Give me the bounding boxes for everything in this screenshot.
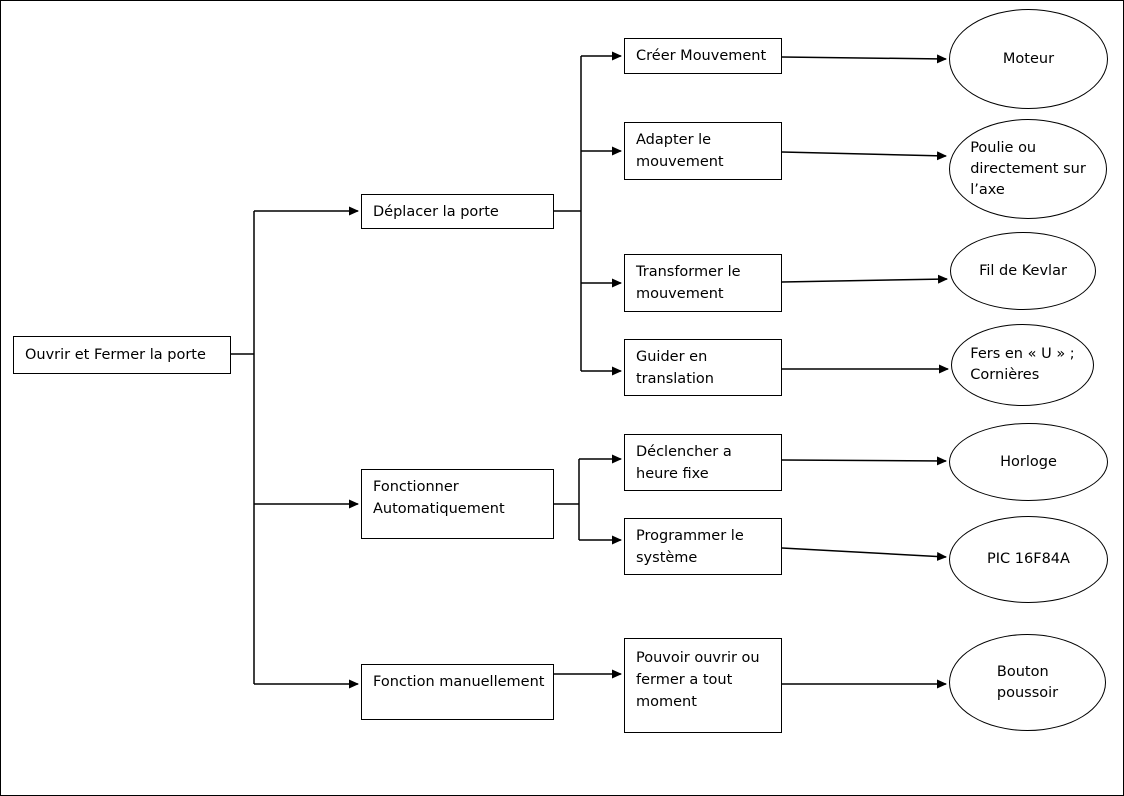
box-label-line: mouvement: [636, 154, 724, 170]
box-label-line: translation: [636, 370, 714, 387]
ellipse-fers-en-u-cornieres: Fers en « U » ; Cornières: [951, 324, 1094, 406]
box-label-line: Automatiquement: [373, 501, 505, 517]
box-label: Créer Mouvement: [636, 48, 767, 64]
ellipse-label: Fil de Kevlar: [979, 262, 1067, 279]
box-label-line: heure fixe: [636, 465, 709, 482]
ellipse-label-line: Poulie ou: [970, 139, 1037, 156]
connector-programmer-to-pic: [781, 547, 947, 562]
connector-transformer-to-kevlar: [781, 274, 948, 284]
ellipse-horloge: Horloge: [949, 423, 1108, 501]
box-label-line: mouvement: [636, 286, 724, 302]
box-label-line: Adapter le: [636, 132, 712, 148]
connector-declencher-to-horloge: [781, 456, 947, 466]
box-transformer-le-mouvement: Transformer le mouvement: [624, 254, 782, 312]
box-declencher-a-heure-fixe: Déclencher a heure fixe: [624, 434, 782, 491]
ellipse-pic-16f84a: PIC 16F84A: [949, 516, 1108, 603]
ellipse-fil-de-kevlar: Fil de Kevlar: [950, 232, 1096, 310]
box-label-line: Programmer le: [636, 527, 744, 544]
box-label: Déplacer la porte: [373, 203, 499, 220]
ellipse-label: Moteur: [1002, 50, 1055, 67]
ellipse-bouton-poussoir: Bouton poussoir: [949, 634, 1106, 731]
box-label-line: Fonctionner: [373, 479, 459, 495]
ellipse-poulie-ou-directement-sur-axe: Poulie ou directement sur l’axe: [949, 119, 1107, 219]
box-label-line: Pouvoir ouvrir ou: [636, 650, 760, 666]
ellipse-label: PIC 16F84A: [987, 551, 1070, 567]
box-label: Fonction manuellement: [373, 674, 545, 690]
ellipse-label-line: directement sur: [970, 160, 1086, 177]
box-deplacer-la-porte: Déplacer la porte: [361, 194, 554, 229]
box-guider-en-translation: Guider en translation: [624, 339, 782, 396]
ellipse-label-line: Cornières: [970, 367, 1040, 383]
box-ouvrir-et-fermer-la-porte: Ouvrir et Fermer la porte: [13, 336, 231, 374]
connector-creer-to-moteur: [781, 54, 947, 64]
box-label-line: Transformer le: [636, 264, 741, 280]
box-adapter-le-mouvement: Adapter le mouvement: [624, 122, 782, 180]
box-programmer-le-systeme: Programmer le système: [624, 518, 782, 575]
ellipse-label-line: Bouton: [996, 663, 1049, 680]
box-creer-mouvement: Créer Mouvement: [624, 38, 782, 74]
box-label-line: Guider en: [636, 348, 708, 365]
ellipse-moteur: Moteur: [949, 9, 1108, 109]
ellipse-label: Horloge: [1000, 453, 1057, 470]
box-fonctionner-automatiquement: Fonctionner Automatiquement: [361, 469, 554, 539]
box-label-line: système: [636, 549, 698, 566]
box-fonction-manuellement: Fonction manuellement: [361, 664, 554, 720]
ellipse-label-line: l’axe: [970, 181, 1005, 198]
box-label-line: Déclencher a: [636, 443, 732, 460]
connector-adapter-to-poulie: [781, 151, 947, 161]
box-label-line: moment: [636, 694, 697, 710]
ellipse-label-line: Fers en « U » ;: [970, 346, 1075, 362]
box-label-line: fermer a tout: [636, 672, 733, 688]
box-pouvoir-ouvrir-ou-fermer: Pouvoir ouvrir ou fermer a tout moment: [624, 638, 782, 733]
box-label: Ouvrir et Fermer la porte: [25, 347, 206, 363]
ellipse-label-line: poussoir: [996, 684, 1059, 701]
